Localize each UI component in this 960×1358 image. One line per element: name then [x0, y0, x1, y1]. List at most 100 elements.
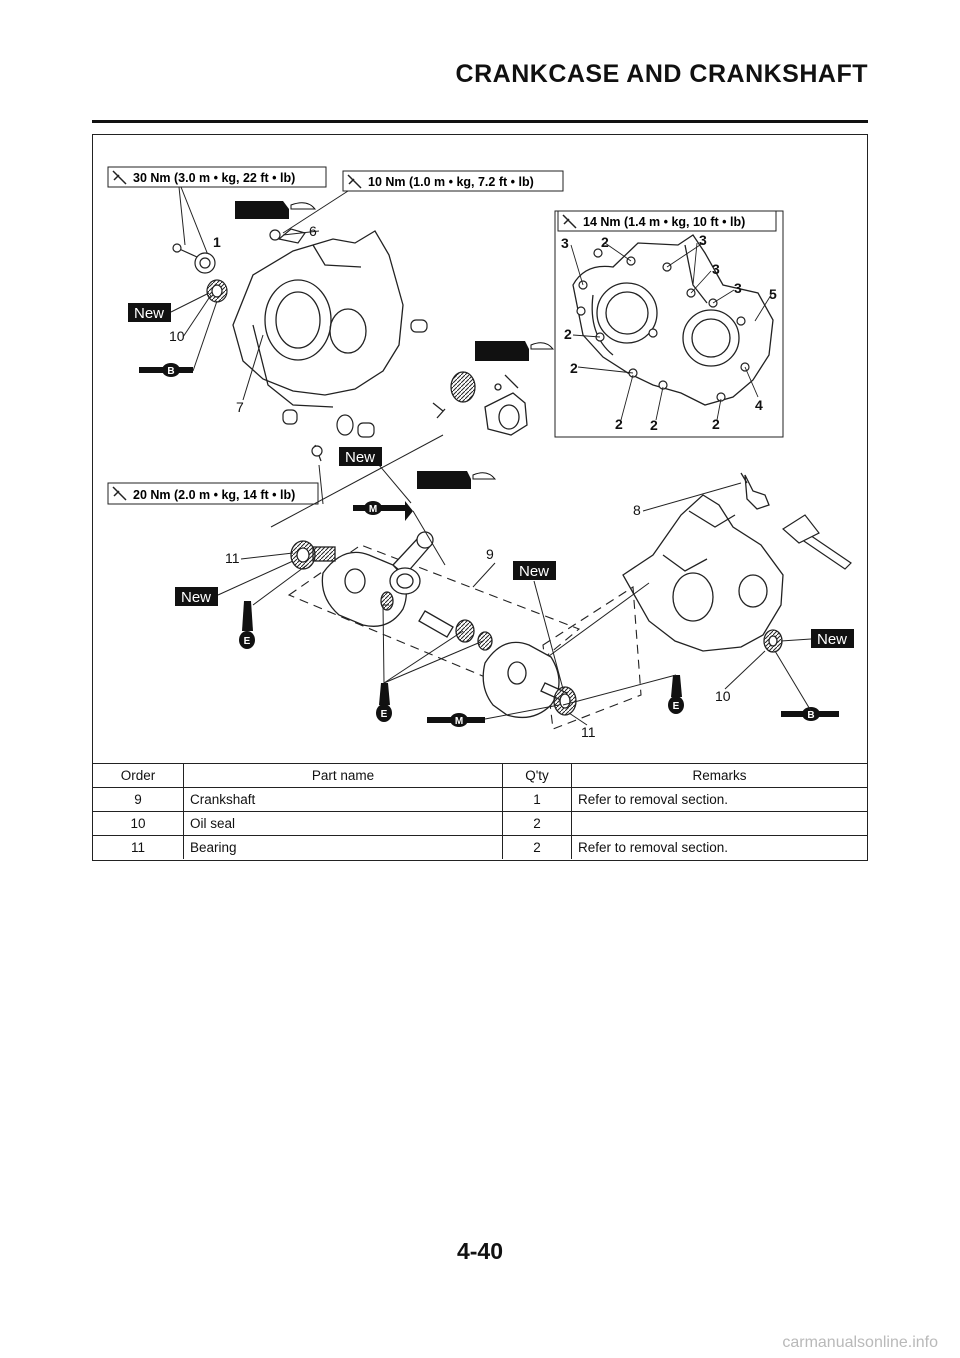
col-order-header: Order — [93, 763, 184, 788]
col-qty-header: Q'ty — [502, 763, 572, 788]
torque-wrench-icon — [347, 174, 362, 189]
callout-2: 2 — [712, 416, 720, 432]
bearing-right — [553, 686, 577, 716]
row-order: 9 — [93, 787, 184, 812]
callout-10: 10 — [169, 328, 185, 344]
crankcase-left-half — [232, 230, 404, 408]
svg-text:30 Nm (3.0 m • kg, 22 ft • lb): 30 Nm (3.0 m • kg, 22 ft • lb) — [133, 171, 295, 185]
new-badge-right: New — [811, 629, 854, 648]
row-part-name: Oil seal — [183, 811, 503, 836]
svg-text:20 Nm (2.0 m • kg, 14 ft • lb): 20 Nm (2.0 m • kg, 14 ft • lb) — [133, 488, 295, 502]
torque-label-30nm: 30 Nm (3.0 m • kg, 22 ft • lb) — [107, 166, 327, 188]
row-part-name: Crankshaft — [183, 787, 503, 812]
row-part-name: Bearing — [183, 835, 503, 859]
grease-applicator-m-upper: M — [353, 501, 413, 521]
callout-2: 2 — [615, 416, 623, 432]
inset-bolt-holes — [576, 248, 750, 402]
callout-11: 11 — [225, 550, 240, 566]
tool-icon-mid — [417, 341, 555, 489]
row-order: 10 — [93, 811, 184, 836]
row-qty: 2 — [502, 811, 572, 836]
connecting-rod — [389, 531, 434, 595]
dowel-pin-parts — [282, 319, 428, 438]
oil-seal-lower — [763, 629, 783, 653]
callout-3: 3 — [734, 280, 742, 296]
callout-1: 1 — [213, 234, 221, 250]
torque-label-20nm: 20 Nm (2.0 m • kg, 14 ft • lb) — [107, 482, 319, 505]
grease-applicator-b-lower: B — [781, 707, 839, 721]
oil-applicator-e-mid: E — [376, 683, 392, 722]
callout-3: 3 — [561, 235, 569, 251]
svg-text:New: New — [345, 449, 375, 466]
svg-text:B: B — [807, 710, 814, 721]
page-number: 4-40 — [456, 1238, 504, 1264]
callout-2: 2 — [564, 326, 572, 342]
new-badge-crank: New — [513, 561, 556, 580]
page-title: CRANKCASE AND CRANKSHAFT — [455, 60, 868, 88]
callout-5: 5 — [769, 286, 777, 302]
torque-label-14nm: 14 Nm (1.4 m • kg, 10 ft • lb) — [557, 210, 777, 232]
row-remarks: Refer to removal section. — [571, 787, 867, 812]
table-row: 9 Crankshaft 1 Refer to removal section. — [93, 787, 867, 812]
torque-wrench-icon — [112, 170, 127, 185]
torque-wrench-icon — [562, 214, 577, 229]
svg-text:14 Nm (1.4 m • kg, 10 ft • lb): 14 Nm (1.4 m • kg, 10 ft • lb) — [583, 215, 745, 229]
svg-text:New: New — [181, 589, 211, 606]
table-header-row: Order Part name Q'ty Remarks — [93, 763, 867, 788]
oil-seal-upper — [206, 279, 228, 303]
callout-2: 2 — [601, 234, 609, 250]
bolt-6 — [269, 228, 306, 244]
svg-text:M: M — [455, 716, 463, 727]
new-badge-mid: New — [339, 447, 382, 466]
callout-8: 8 — [633, 502, 641, 518]
callout-3: 3 — [712, 261, 720, 277]
crank-web-right — [482, 641, 568, 719]
svg-text:New: New — [817, 631, 847, 648]
callout-11: 11 — [581, 724, 596, 740]
callout-4: 4 — [755, 397, 763, 413]
svg-text:B: B — [167, 366, 174, 377]
torque-wrench-icon — [112, 486, 127, 501]
figure-frame: 30 Nm (3.0 m • kg, 22 ft • lb) 10 Nm (1.… — [92, 134, 868, 861]
exploded-diagram: 30 Nm (3.0 m • kg, 22 ft • lb) 10 Nm (1.… — [107, 166, 854, 740]
grease-applicator-m-lower: M — [427, 713, 485, 727]
new-badge-upper: New — [128, 303, 171, 322]
parts-table: Order Part name Q'ty Remarks 9 Crankshaf… — [93, 763, 867, 859]
row-remarks — [571, 811, 867, 836]
breather-fitting — [740, 472, 770, 510]
tool-icon-upper — [235, 201, 317, 219]
table-row: 11 Bearing 2 Refer to removal section. — [93, 835, 867, 859]
callout-3: 3 — [699, 232, 707, 248]
svg-text:E: E — [244, 636, 251, 647]
grease-applicator-b-upper: B — [139, 363, 193, 377]
oil-applicator-e-left: E — [239, 601, 255, 649]
svg-text:E: E — [673, 701, 680, 712]
crankcase-right-lower — [622, 494, 784, 652]
col-remarks-header: Remarks — [571, 763, 867, 788]
crankcase-right-half — [572, 234, 774, 406]
crank-pin — [380, 591, 493, 651]
row-remarks: Refer to removal section. — [571, 835, 867, 859]
svg-text:M: M — [369, 504, 377, 515]
torque-label-10nm: 10 Nm (1.0 m • kg, 7.2 ft • lb) — [342, 170, 564, 192]
svg-text:New: New — [134, 305, 164, 322]
watermark: carmanualsonline.info — [782, 1334, 938, 1351]
svg-text:New: New — [519, 563, 549, 580]
row-order: 11 — [93, 835, 184, 859]
inset-frame — [554, 210, 784, 438]
bearing-left — [290, 540, 316, 570]
crank-bolt-lower — [311, 444, 323, 462]
callout-6: 6 — [309, 223, 317, 239]
callout-9: 9 — [486, 546, 494, 562]
rotor-assembly — [432, 371, 528, 436]
crankcase-bolt-lower — [782, 514, 852, 570]
svg-text:E: E — [381, 709, 388, 720]
col-part-name-header: Part name — [183, 763, 503, 788]
callout-10: 10 — [715, 688, 731, 704]
row-qty: 2 — [502, 835, 572, 859]
oil-applicator-e-right: E — [668, 675, 684, 714]
callout-7: 7 — [236, 399, 244, 415]
callout-2: 2 — [570, 360, 578, 376]
crankcase-bolt-upper — [172, 243, 216, 274]
new-badge-left: New — [175, 587, 218, 606]
